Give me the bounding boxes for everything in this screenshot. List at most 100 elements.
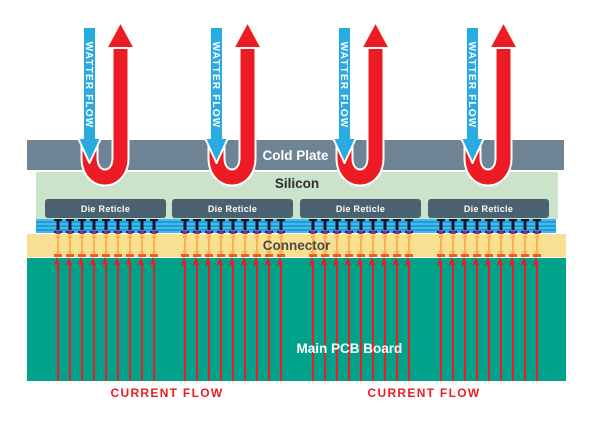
connector-arrow-icon [217, 234, 224, 255]
solder-pad-dash [65, 253, 74, 257]
connector-arrow-icon [357, 234, 364, 255]
bump-pin-icon [228, 219, 237, 233]
bump-pin-icon [344, 219, 353, 233]
connector-arrow-icon [138, 234, 145, 255]
connector-arrow-icon [449, 234, 456, 255]
connector-arrow-icon [66, 234, 73, 255]
current-arrow-icon [509, 257, 515, 381]
bump-pin-icon [240, 219, 249, 233]
hot-water-arrowhead-icon [232, 21, 263, 49]
solder-pad-dash [137, 253, 146, 257]
die-reticle-box: Die Reticle [172, 199, 293, 218]
current-arrow-icon [138, 257, 144, 381]
connector-arrow-icon [114, 234, 121, 255]
connector-arrow-icon [345, 234, 352, 255]
current-arrow-icon [393, 257, 399, 381]
current-arrow-icon [229, 257, 235, 381]
hot-water-arrowhead-icon [105, 21, 136, 49]
solder-pad-dash [308, 253, 317, 257]
current-arrow-icon [437, 257, 443, 381]
connector-layer: Connector [27, 234, 566, 257]
bump-pin-icon [496, 219, 505, 233]
solder-pad-dash [320, 253, 329, 257]
current-arrow-icon [241, 257, 247, 381]
bump-pin-icon [137, 219, 146, 233]
silicon-label: Silicon [274, 176, 320, 191]
current-arrow-icon [521, 257, 527, 381]
connector-arrow-icon [405, 234, 412, 255]
connector-arrow-icon [533, 234, 540, 255]
bump-pin-icon [308, 219, 317, 233]
current-arrow-icon [461, 257, 467, 381]
connector-arrow-icon [253, 234, 260, 255]
connector-label: Connector [262, 238, 331, 253]
solder-pad-dash [125, 253, 134, 257]
current-flow-label-right: CURRENT FLOW [367, 386, 481, 400]
current-arrow-icon [205, 257, 211, 381]
connector-arrow-icon [333, 234, 340, 255]
connector-arrow-icon [309, 234, 316, 255]
current-arrow-icon [150, 257, 156, 381]
solder-pad-dash [520, 253, 529, 257]
connector-arrow-icon [102, 234, 109, 255]
hot-water-arrowhead-icon [488, 21, 519, 49]
connector-arrow-icon [181, 234, 188, 255]
bump-pin-icon [508, 219, 517, 233]
current-arrow-icon [345, 257, 351, 381]
bump-pin-icon [149, 219, 158, 233]
solder-pad-dash [508, 253, 517, 257]
bump-pin-icon [125, 219, 134, 233]
connector-arrow-icon [241, 234, 248, 255]
current-arrow-icon [277, 257, 283, 381]
die-reticle-label: Die Reticle [335, 203, 386, 214]
solder-pad-dash [344, 253, 353, 257]
die-reticle-box: Die Reticle [428, 199, 549, 218]
bump-pin-icon [89, 219, 98, 233]
bump-pin-icon [332, 219, 341, 233]
connector-arrow-icon [369, 234, 376, 255]
connector-arrow-icon [193, 234, 200, 255]
current-arrow-icon [54, 257, 60, 381]
solder-pad-dash [356, 253, 365, 257]
solder-pad-dash [53, 253, 62, 257]
solder-pad-dash [332, 253, 341, 257]
current-arrow-icon [473, 257, 479, 381]
current-arrow-icon [485, 257, 491, 381]
current-arrow-icon [497, 257, 503, 381]
connector-arrow-icon [393, 234, 400, 255]
current-arrow-icon [217, 257, 223, 381]
bump-pin-icon [101, 219, 110, 233]
solder-pad-dash [216, 253, 225, 257]
current-arrow-icon [405, 257, 411, 381]
connector-arrow-icon [485, 234, 492, 255]
bump-pin-icon [368, 219, 377, 233]
connector-arrow-icon [229, 234, 236, 255]
solder-pad-dash [113, 253, 122, 257]
hot-water-arrowhead-icon [360, 21, 391, 49]
die-reticle-label: Die Reticle [207, 203, 258, 214]
bump-pin-icon [192, 219, 201, 233]
bump-pin-icon [392, 219, 401, 233]
bump-pin-icon [252, 219, 261, 233]
connector-arrow-icon [126, 234, 133, 255]
bump-pin-icon [77, 219, 86, 233]
current-arrow-icon [126, 257, 132, 381]
bump-band-layer [36, 219, 556, 233]
solder-pad-dash [77, 253, 86, 257]
bump-pin-icon [520, 219, 529, 233]
solder-pad-dash [404, 253, 413, 257]
connector-arrow-icon [437, 234, 444, 255]
current-arrow-icon [181, 257, 187, 381]
solder-pad-dash [89, 253, 98, 257]
water-flow-label: WATTER FLOW [83, 42, 94, 129]
current-arrow-icon [265, 257, 271, 381]
current-arrow-icon [369, 257, 375, 381]
pcb-layer: Main PCB Board [27, 258, 566, 381]
die-reticle-box: Die Reticle [45, 199, 166, 218]
connector-arrow-icon [150, 234, 157, 255]
solder-pad-dash [532, 253, 541, 257]
bump-pin-icon [436, 219, 445, 233]
water-flow-label: WATTER FLOW [338, 42, 349, 129]
solder-pad-dash [192, 253, 201, 257]
